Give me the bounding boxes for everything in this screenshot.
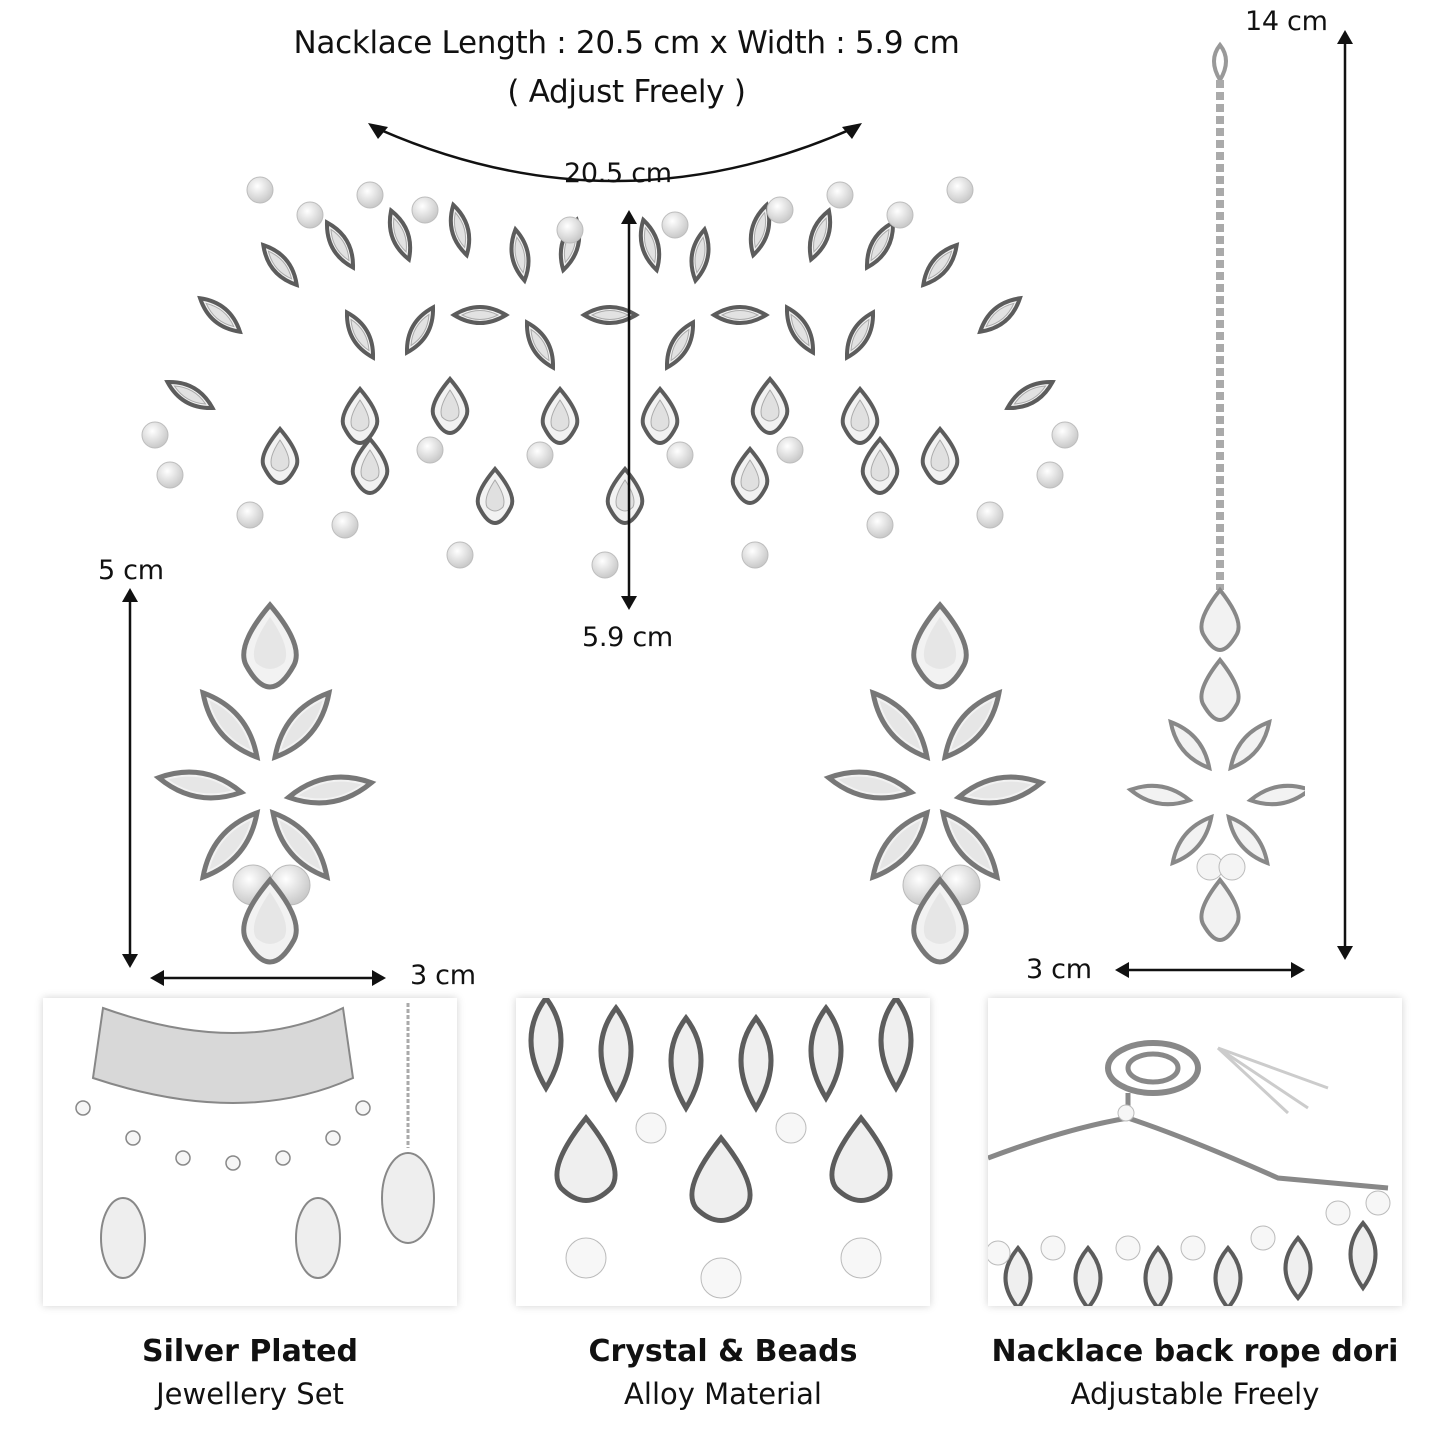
set-overview-image: [75, 1003, 435, 1279]
earring-right-illustration: [820, 595, 1050, 965]
crystal-closeup-image: [528, 998, 914, 1299]
tikka-width-arrow: [1115, 962, 1305, 978]
dimension-subtitle: ( Adjust Freely ): [507, 74, 746, 110]
rope-dori-image: [988, 1040, 1391, 1306]
feature-title-rope-dori: Nacklace back rope dori: [991, 1334, 1399, 1369]
earring-width-arrow: [150, 970, 386, 986]
feature-subtitle-alloy-material: Alloy Material: [624, 1377, 822, 1411]
tikka-width-label: 3 cm: [1026, 954, 1092, 985]
feature-panel-rope-dori: [988, 998, 1402, 1306]
tikka-height-label: 14 cm: [1245, 6, 1328, 37]
maang-tikka-illustration: [1126, 41, 1305, 942]
tikka-height-arrow: [1337, 30, 1353, 960]
feature-title-silver-plated: Silver Plated: [142, 1334, 358, 1369]
earring-left-illustration: [150, 595, 380, 965]
width-arrow: [621, 210, 637, 610]
earring-width-label: 3 cm: [410, 960, 476, 991]
necklace-length-label: 20.5 cm: [564, 158, 672, 189]
feature-panel-crystal-beads: [516, 998, 930, 1306]
dimension-title: Nacklace Length : 20.5 cm x Width : 5.9 …: [293, 25, 960, 61]
feature-subtitle-adjustable: Adjustable Freely: [1070, 1377, 1320, 1411]
necklace-width-label: 5.9 cm: [582, 622, 673, 653]
feature-panel-silver-plated: [43, 998, 457, 1306]
earring-height-label: 5 cm: [98, 555, 164, 586]
feature-subtitle-jewellery-set: Jewellery Set: [156, 1377, 344, 1411]
length-arrow: [368, 123, 862, 183]
earring-height-arrow: [122, 588, 138, 968]
feature-title-crystal-beads: Crystal & Beads: [588, 1334, 858, 1369]
